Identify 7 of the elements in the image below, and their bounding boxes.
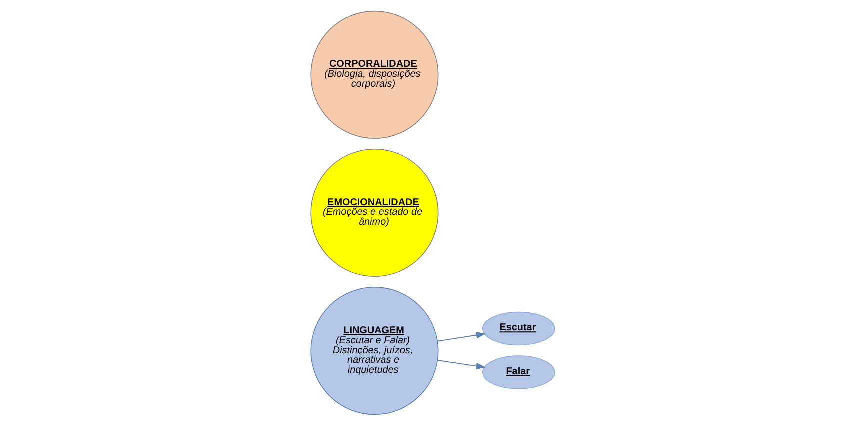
node-ellipse: Escutar (482, 312, 556, 346)
node-circle: CORPORALIDADE (Biologia, disposições corporais) (310, 10, 439, 139)
arrow (437, 332, 486, 342)
node-circle: EMOCIONALIDADE (Emoções e estado de ânimo) (310, 148, 439, 278)
node-ellipse: Falar (482, 356, 556, 390)
node-circle: LINGUAGEM (Escutar e Falar) Distinções, juízos, narrativas e inquietudes (310, 287, 439, 416)
arrow (437, 360, 486, 370)
